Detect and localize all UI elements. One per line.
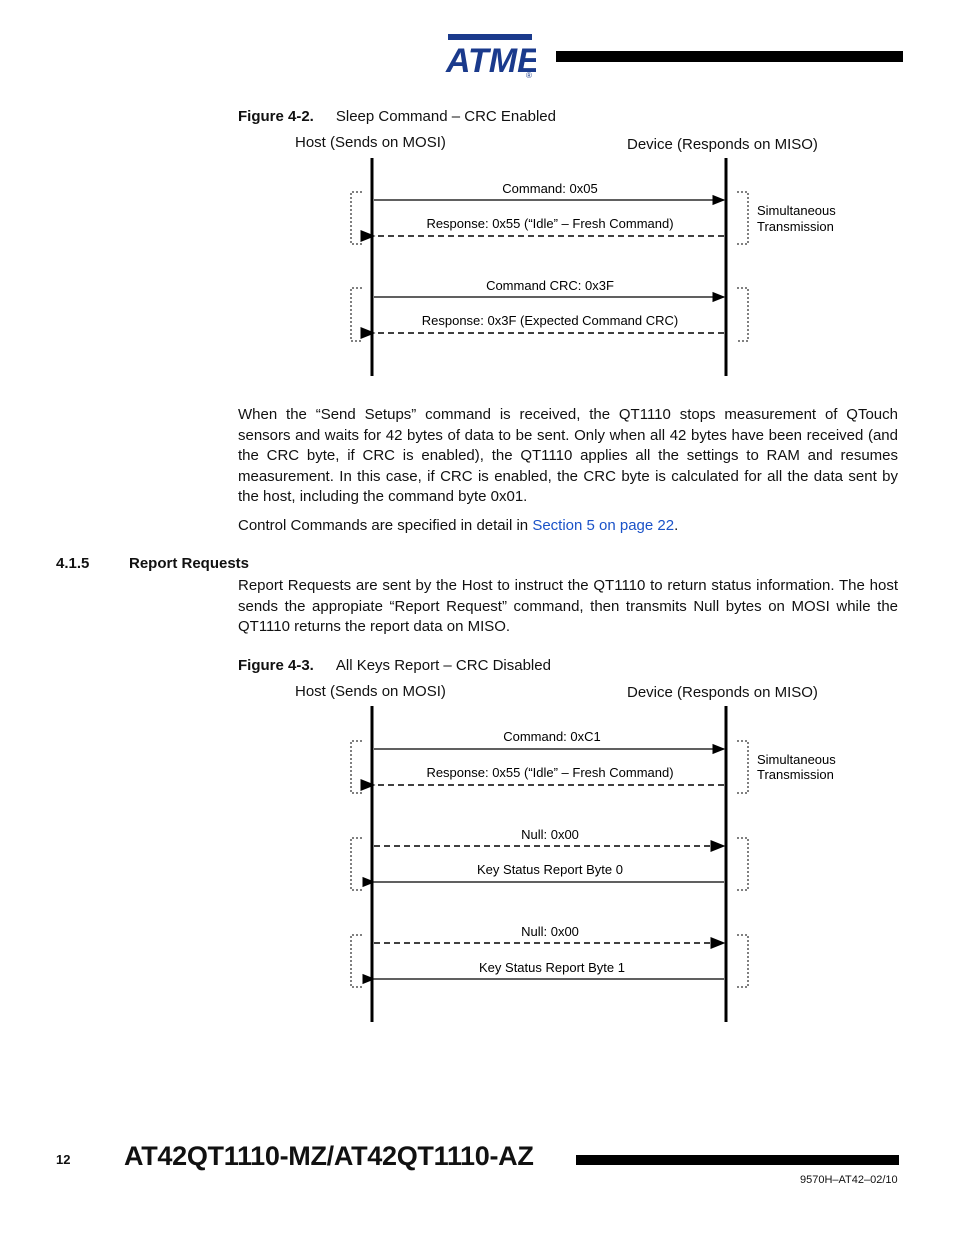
left-bracket (350, 740, 362, 794)
message-label: Null: 0x00 (521, 827, 579, 842)
right-bracket (737, 934, 749, 988)
figure-1-caption: Figure 4-2. Sleep Command – CRC Enabled (238, 108, 556, 125)
note-line-2: Transmission (757, 219, 834, 234)
figure-2-host-label: Host (Sends on MOSI) (295, 683, 446, 700)
figure-2-device-label: Device (Responds on MISO) (627, 684, 818, 701)
figure-2-label: Figure 4-3. (238, 657, 314, 674)
note-line-1: Simultaneous (757, 203, 836, 218)
message-label: Command CRC: 0x3F (486, 278, 614, 293)
message-label: Command: 0x05 (502, 181, 597, 196)
right-bracket (737, 740, 749, 794)
section-title: Report Requests (129, 555, 250, 572)
figure-1-sequence-diagram: Command: 0x05 Response: 0x55 (“Idle” – F… (350, 158, 836, 376)
footer-document-title: AT42QT1110-MZ/AT42QT1110-AZ (124, 1141, 534, 1171)
message-label: Response: 0x3F (Expected Command CRC) (422, 313, 679, 328)
section-link[interactable]: Section 5 on page 22 (532, 517, 675, 534)
paragraph-control-commands: Control Commands are specified in detail… (238, 516, 898, 537)
document-reference: 9570H–AT42–02/10 (800, 1174, 898, 1186)
message-label: Response: 0x55 (“Idle” – Fresh Command) (426, 216, 673, 231)
note-line-2: Transmission (757, 767, 834, 782)
figure-1-label: Figure 4-2. (238, 108, 314, 125)
message-label: Key Status Report Byte 1 (479, 960, 625, 975)
section-number: 4.1.5 (56, 555, 90, 572)
message-label: Response: 0x55 (“Idle” – Fresh Command) (426, 765, 673, 780)
note-line-1: Simultaneous (757, 752, 836, 767)
message-label: Key Status Report Byte 0 (477, 862, 623, 877)
atmel-logo-icon: ATMEL ® (445, 34, 561, 80)
left-bracket (350, 287, 362, 342)
figure-1-host-label: Host (Sends on MOSI) (295, 134, 446, 151)
right-bracket (737, 287, 749, 342)
message-label: Command: 0xC1 (503, 729, 601, 744)
registered-mark: ® (526, 71, 532, 80)
page-number: 12 (56, 1152, 71, 1167)
footer-rule (576, 1155, 899, 1165)
right-bracket (737, 191, 749, 245)
left-bracket (350, 191, 362, 245)
paragraph-prefix: Control Commands are specified in detail… (238, 517, 533, 534)
logo-text: ATMEL (445, 42, 536, 80)
atmel-logo: ATMEL ® (440, 32, 561, 80)
paragraph-suffix: . (674, 517, 679, 534)
paragraph-send-setups: When the “Send Setups” command is receiv… (238, 406, 898, 505)
left-bracket (350, 837, 362, 891)
figure-1-title: Sleep Command – CRC Enabled (335, 108, 556, 125)
paragraph-report-requests: Report Requests are sent by the Host to … (238, 577, 898, 635)
left-bracket (350, 934, 362, 988)
message-label: Null: 0x00 (521, 924, 579, 939)
figure-2-sequence-diagram: Command: 0xC1 Response: 0x55 (“Idle” – F… (350, 706, 836, 1022)
figure-2-caption: Figure 4-3. All Keys Report – CRC Disable… (238, 657, 551, 674)
figure-2-title: All Keys Report – CRC Disabled (335, 657, 551, 674)
header-rule (556, 51, 903, 62)
figure-1-device-label: Device (Responds on MISO) (627, 136, 818, 153)
right-bracket (737, 837, 749, 891)
